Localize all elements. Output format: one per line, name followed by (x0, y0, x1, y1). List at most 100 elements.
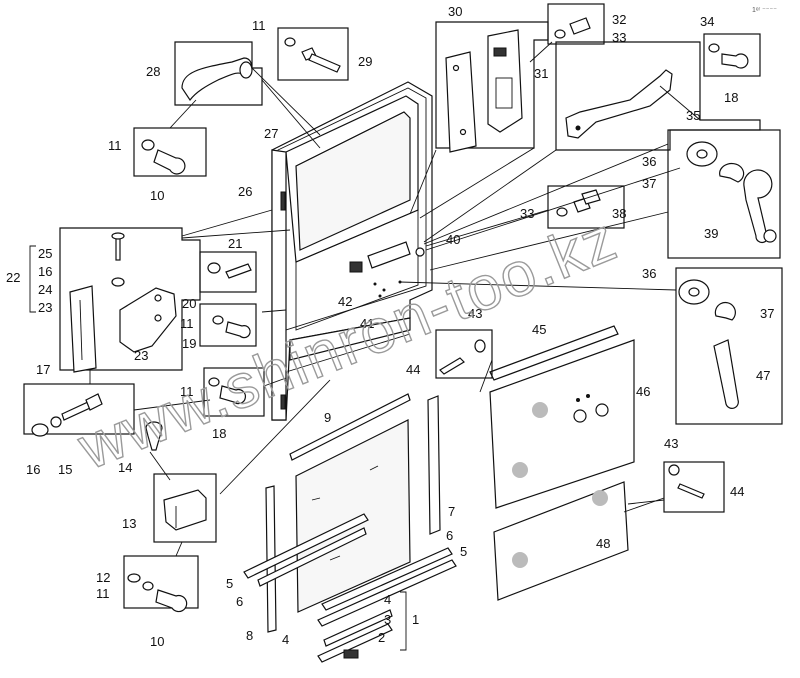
callout-11-d: 11 (180, 384, 194, 399)
callout-37-a: 37 (642, 176, 656, 191)
callout-26: 26 (238, 184, 252, 199)
washer-43-bottom (668, 464, 680, 476)
callout-39: 39 (704, 226, 718, 241)
hinge-body-23 (119, 287, 177, 353)
handle-box (174, 41, 263, 106)
screw-10-top (153, 149, 186, 175)
latch-group (435, 3, 605, 153)
callout-16-b: 16 (38, 264, 52, 279)
bolt-box-21 (199, 251, 257, 293)
callout-34: 34 (700, 14, 714, 29)
washer-11-19 (212, 315, 224, 325)
lower-sill (289, 317, 411, 361)
lock-handle-group (675, 267, 783, 425)
callout-10-bottom: 10 (150, 634, 164, 649)
clip-37-bottom (714, 301, 736, 321)
lock-handle-box (675, 267, 783, 425)
callout-13: 13 (122, 516, 136, 531)
bolt-box-32 (547, 3, 605, 45)
callout-9: 9 (324, 410, 331, 425)
callout-labels: 1 2 3 4 4 5 5 6 6 7 8 9 10 10 11 11 11 1… (6, 4, 774, 649)
callout-7: 7 (448, 504, 455, 519)
callout-31: 31 (534, 66, 548, 81)
callout-43-a: 43 (468, 306, 482, 321)
screw-44-top (439, 357, 465, 375)
washer-16-hinge (111, 277, 125, 287)
lock-knob (349, 261, 363, 273)
callout-3: 3 (384, 612, 391, 627)
bracket-box-13 (153, 473, 217, 543)
callout-37-b: 37 (760, 306, 774, 321)
callout-33-a: 33 (612, 30, 626, 45)
top-channel-9 (289, 393, 411, 461)
callout-11-b: 11 (252, 18, 266, 33)
screw-box-44-top (435, 329, 493, 379)
callout-18-a: 18 (212, 426, 226, 441)
clip-37-top (719, 162, 745, 183)
callout-17: 17 (36, 362, 50, 377)
callout-29: 29 (358, 54, 372, 69)
run-channel-7 (427, 395, 441, 535)
callout-1: 1 (412, 612, 419, 627)
washer-11-top (284, 37, 296, 47)
callout-11-e: 11 (96, 586, 110, 601)
bolt-17-group (23, 383, 135, 437)
callout-43-b: 43 (664, 436, 678, 451)
callout-23-a: 23 (38, 300, 52, 315)
callout-6a: 6 (236, 594, 243, 609)
screw-box-18-mid (203, 367, 265, 417)
callout-21: 21 (228, 236, 242, 251)
latch-plate-30 (445, 51, 477, 153)
callout-32: 32 (612, 12, 626, 27)
hinge-group (59, 227, 257, 373)
callout-4a: 4 (384, 592, 391, 607)
screw-box-10-top (133, 127, 207, 177)
callout-23-b: 23 (134, 348, 148, 363)
washer-33-top (554, 29, 566, 39)
callout-41: 41 (360, 316, 374, 331)
screw-box-19 (199, 303, 257, 347)
corner-mark: 1ᵉʳ ⁻⁻⁻⁻ (752, 7, 777, 14)
callout-44-b: 44 (730, 484, 744, 499)
bolt-box-29 (277, 27, 349, 81)
hinge-pillar (271, 149, 287, 421)
washer-11-bottom (142, 581, 154, 591)
callout-44-a: 44 (406, 362, 420, 377)
washer-33-mid (556, 207, 568, 217)
callout-25: 25 (38, 246, 52, 261)
screw-19 (225, 321, 251, 339)
grab-handle-35 (565, 69, 673, 139)
winder-box (667, 129, 781, 259)
callout-11-a: 11 (108, 138, 122, 153)
bracket-group (123, 421, 217, 613)
callout-35: 35 (686, 108, 700, 123)
screw-18-top (721, 53, 749, 69)
callout-47: 47 (756, 368, 770, 383)
callout-36-b: 36 (642, 266, 656, 281)
callout-30: 30 (448, 4, 462, 19)
hinge-box (59, 227, 201, 371)
screw-18-mid (219, 385, 246, 405)
washer-20 (207, 262, 221, 274)
lift-channel-5-right (317, 559, 457, 627)
callout-12: 12 (96, 570, 110, 585)
callout-27: 27 (264, 126, 278, 141)
bolt-32 (569, 17, 591, 35)
bolt-box-38 (547, 185, 625, 229)
callout-10-top: 10 (150, 188, 164, 203)
leader-lines (29, 41, 701, 651)
callout-8: 8 (246, 628, 253, 643)
glass-strip-3 (323, 609, 393, 647)
strip-clip (343, 649, 359, 659)
screw-box-10-bottom (123, 555, 199, 609)
callout-24: 24 (38, 282, 52, 297)
latch-mechanism-31 (487, 29, 523, 133)
outer-handle-group (133, 27, 349, 177)
callout-40: 40 (446, 232, 460, 247)
screw-box-18-top (703, 33, 761, 77)
callout-45: 45 (532, 322, 546, 337)
hinge-half-24 (69, 285, 97, 373)
bolt-box-17 (23, 383, 135, 435)
